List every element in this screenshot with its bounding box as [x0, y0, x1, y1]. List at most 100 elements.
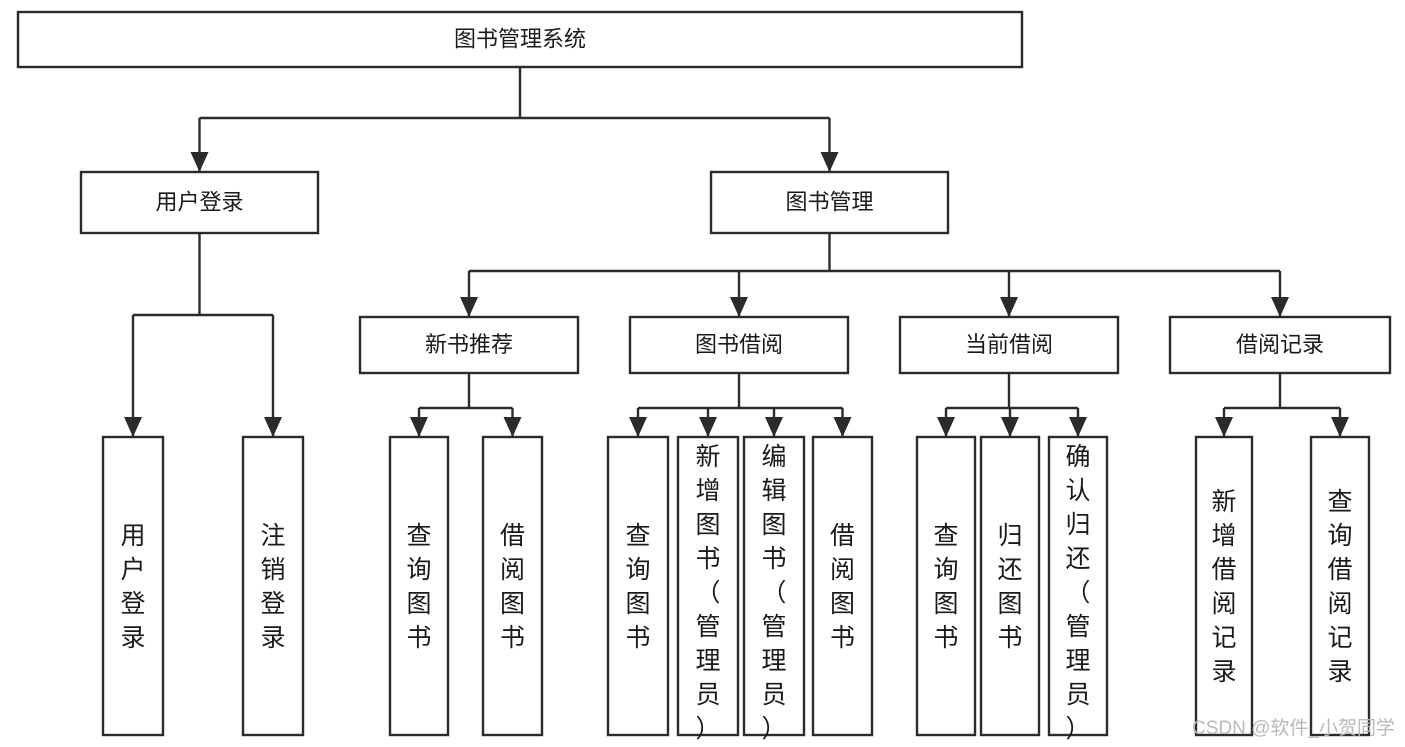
node-label: 新增借阅记录 — [1211, 488, 1236, 686]
node-leaf-user-login[interactable]: 用户登录 — [101, 435, 165, 737]
label-char: 辑 — [761, 477, 786, 505]
label-char: 销 — [260, 556, 285, 584]
label-char: 查 — [1327, 488, 1352, 516]
node-leaf-query-books-borrow[interactable]: 查询图书 — [606, 435, 670, 737]
node-box — [628, 315, 850, 375]
node-book-manage[interactable]: 图书管理 — [709, 170, 950, 235]
label-char: 图 — [695, 511, 720, 539]
node-root[interactable]: 图书管理系统 — [16, 10, 1024, 69]
node-label: 查询图书 — [406, 522, 431, 652]
node-leaf-query-books-rec[interactable]: 查询图书 — [388, 435, 450, 737]
node-box — [676, 435, 740, 737]
node-box — [811, 435, 874, 737]
label-char: 书 — [695, 545, 720, 573]
label-char: 注 — [260, 522, 285, 550]
node-label: 用户登录 — [120, 522, 145, 652]
node-current-borrow[interactable]: 当前借阅 — [898, 315, 1120, 375]
label-char: 书 — [997, 624, 1022, 652]
label-char-bracket: （ — [695, 579, 720, 607]
csdn-watermark: CSDN @软件_小贺同学 — [1192, 717, 1395, 739]
label-char: 书 — [761, 545, 786, 573]
node-leaf-borrow-books-rec[interactable]: 借阅图书 — [481, 435, 544, 737]
node-label: 新增图书（管理员） — [695, 443, 720, 743]
node-box — [898, 315, 1120, 375]
label-char-bracket: （ — [1065, 579, 1090, 607]
node-leaf-logout[interactable]: 注销登录 — [241, 435, 305, 737]
label-char-bracket: ） — [695, 715, 720, 743]
edge-layer — [124, 67, 1349, 437]
label-char: 阅 — [500, 556, 525, 584]
label-char: 员 — [695, 681, 720, 709]
node-borrow-record[interactable]: 借阅记录 — [1168, 315, 1392, 375]
node-box — [606, 435, 670, 737]
label-char: 询 — [625, 556, 650, 584]
node-box — [709, 170, 950, 235]
node-leaf-edit-book[interactable]: 编辑图书（管理员） — [742, 435, 806, 743]
node-label: 用户登录 — [155, 189, 243, 214]
node-leaf-query-record[interactable]: 查询借阅记录 — [1309, 435, 1371, 737]
node-label: 借阅记录 — [1236, 332, 1324, 357]
label-char: 借 — [1327, 556, 1352, 584]
node-box — [481, 435, 544, 737]
node-leaf-query-books-current[interactable]: 查询图书 — [915, 435, 977, 737]
connector-arrowhead — [1331, 417, 1349, 437]
label-char: 增 — [1211, 522, 1236, 550]
label-char: 登 — [120, 590, 145, 618]
node-label: 查询借阅记录 — [1327, 488, 1352, 686]
label-char: 录 — [260, 624, 285, 652]
connector-arrowhead — [765, 417, 783, 437]
node-book-borrow[interactable]: 图书借阅 — [628, 315, 850, 375]
node-label: 查询图书 — [625, 522, 650, 652]
label-char: 还 — [997, 556, 1022, 584]
label-char: 管 — [761, 613, 786, 641]
node-leaf-return-book[interactable]: 归还图书 — [979, 435, 1041, 737]
label-char: 新 — [1211, 488, 1236, 516]
label-char: 归 — [997, 522, 1022, 550]
label-char: 借 — [830, 522, 855, 550]
node-leaf-add-record[interactable]: 新增借阅记录 — [1194, 435, 1254, 737]
node-label: 注销登录 — [260, 522, 285, 652]
node-leaf-borrow-book[interactable]: 借阅图书 — [811, 435, 874, 737]
label-char: 书 — [830, 624, 855, 652]
label-char: 阅 — [830, 556, 855, 584]
label-char: 查 — [933, 522, 958, 550]
label-char-bracket: （ — [761, 579, 786, 607]
connector-arrowhead — [699, 417, 717, 437]
node-new-book-rec[interactable]: 新书推荐 — [358, 315, 580, 375]
label-char: 书 — [933, 624, 958, 652]
node-label: 归还图书 — [997, 522, 1022, 652]
node-leaf-confirm-return[interactable]: 确认归还（管理员） — [1047, 435, 1109, 743]
label-char: 书 — [500, 624, 525, 652]
node-leaf-add-book[interactable]: 新增图书（管理员） — [676, 435, 740, 743]
label-char: 员 — [761, 681, 786, 709]
label-char: 图 — [406, 590, 431, 618]
label-char: 借 — [1211, 556, 1236, 584]
label-char: 户 — [120, 556, 145, 584]
node-box — [1309, 435, 1371, 737]
node-label: 借阅图书 — [830, 522, 855, 652]
node-label: 确认归还（管理员） — [1065, 443, 1090, 743]
label-char: 理 — [1065, 647, 1090, 675]
connector-arrowhead — [410, 417, 428, 437]
label-char: 询 — [406, 556, 431, 584]
label-char: 图 — [625, 590, 650, 618]
label-char: 认 — [1065, 477, 1090, 505]
node-label: 图书管理系统 — [454, 26, 586, 51]
node-layer: 图书管理系统用户登录图书管理新书推荐图书借阅当前借阅借阅记录用户登录注销登录查询… — [16, 10, 1392, 743]
node-label: 编辑图书（管理员） — [761, 443, 786, 743]
label-char: 录 — [1211, 658, 1236, 686]
node-box — [79, 170, 320, 235]
label-char: 图 — [997, 590, 1022, 618]
connector-arrowhead — [1000, 297, 1018, 317]
node-box — [1047, 435, 1109, 737]
connector-arrowhead — [124, 417, 142, 437]
label-char: 阅 — [1211, 590, 1236, 618]
node-user-login[interactable]: 用户登录 — [79, 170, 320, 235]
label-char: 询 — [933, 556, 958, 584]
node-box — [1168, 315, 1392, 375]
label-char: 管 — [1065, 613, 1090, 641]
label-char: 阅 — [1327, 590, 1352, 618]
label-char: 图 — [933, 590, 958, 618]
